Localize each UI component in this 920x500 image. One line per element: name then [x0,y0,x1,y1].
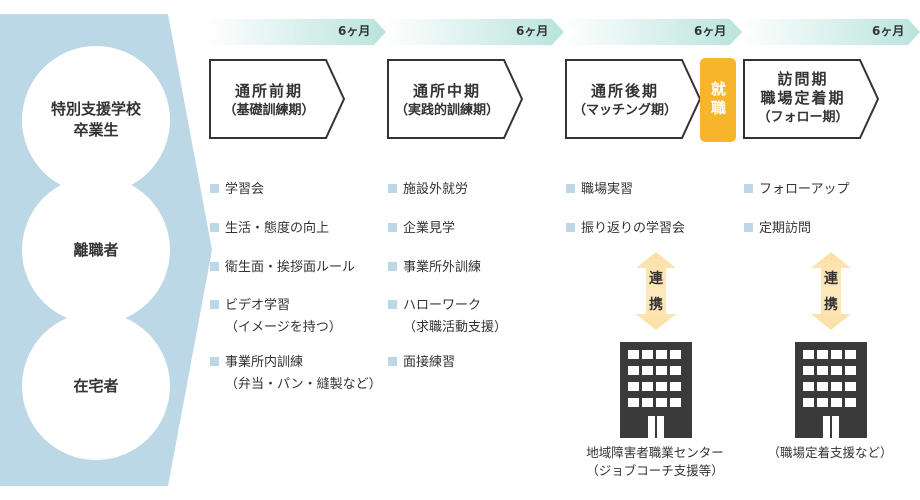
list-item: 生活・態度の向上 [210,220,329,238]
bullet-square-icon [744,184,753,193]
phase-2-title: 通所中期 （実践的訓練期） [388,82,506,120]
bullet-square-icon [210,184,219,193]
partner-caption-2: （職場定着支援など） [767,445,893,460]
bullet-square-icon [388,184,397,193]
phase-4-sub: （フォロー期） [757,110,849,125]
target-graduates: 特別支援学校 卒業生 [22,46,170,194]
bullet-square-icon [210,357,219,366]
bullet-square-icon [210,300,219,309]
list-item: 施設外就労 [388,181,468,199]
list-item: 衛生面・挨拶面ルール [210,259,355,277]
duration-band-2 [384,19,564,45]
phase-1-sub: （基礎訓練期） [223,103,315,118]
cooperation-label-2: 連 携 [824,271,838,313]
phase-3-title: 通所後期 （マッチング期） [566,82,684,120]
bullet-square-icon [388,300,397,309]
list-item: 企業見学 [388,220,455,238]
list-item: ハローワーク（求職活動支援） [388,297,507,337]
phase-chevron-3 [565,59,702,139]
cooperation-arrow-1-icon [636,252,676,330]
duration-band-4 [740,19,920,45]
cooperation-arrow-2-icon [811,252,851,330]
phase-4-title: 訪問期 職場定着期 （フォロー期） [744,70,862,127]
target-at-home-label: 在宅者 [73,376,119,395]
building-icon [620,342,692,438]
list-item: フォローアップ [744,181,849,199]
phase-4-name2: 職場定着期 [760,89,846,107]
employment-badge: 就職 [700,58,736,142]
employment-label: 就職 [709,81,727,119]
phase-chevron-4 [743,59,880,139]
phase-1-title: 通所前期 （基礎訓練期） [210,82,328,120]
duration-label-4: 6ヶ月 [872,24,905,38]
list-item: 振り返りの学習会 [566,220,685,238]
list-item: 職場実習 [566,181,633,199]
phase-3-name: 通所後期 [590,82,659,100]
list-item: 定期訪問 [744,220,811,238]
duration-label-3: 6ヶ月 [694,24,727,38]
list-item: 学習会 [210,181,264,199]
target-job-leavers-label: 離職者 [73,240,119,259]
building-icon [795,342,867,438]
partner-caption-1: 地域障害者職業センター （ジョブコーチ支援等） [586,445,724,478]
bullet-square-icon [388,223,397,232]
bullet-square-icon [388,357,397,366]
target-job-leavers: 離職者 [22,176,170,324]
cooperation-label-1: 連 携 [649,271,663,313]
target-at-home: 在宅者 [22,312,170,460]
duration-label-2: 6ヶ月 [516,24,549,38]
bullet-square-icon [210,223,219,232]
target-graduates-label: 特別支援学校 卒業生 [50,100,141,139]
bullet-square-icon [210,262,219,271]
bullet-square-icon [566,184,575,193]
list-item: 事業所外訓練 [388,259,481,277]
list-item: 事業所内訓練（弁当・パン・縫製など） [210,354,382,394]
duration-band-3 [562,19,742,45]
duration-band-1 [206,19,386,45]
bullet-square-icon [566,223,575,232]
phase-2-name: 通所中期 [412,82,481,100]
list-item: 面接練習 [388,354,455,372]
list-item: ビデオ学習（イメージを持つ） [210,297,342,337]
phase-chevron-1 [209,59,346,139]
bullet-square-icon [388,262,397,271]
phase-2-sub: （実践的訓練期） [394,103,499,118]
phase-chevron-2 [387,59,524,139]
duration-label-1: 6ヶ月 [338,24,371,38]
bullet-square-icon [744,223,753,232]
phase-4-name: 訪問期 [777,70,829,88]
phase-3-sub: （マッチング期） [572,103,677,118]
phase-1-name: 通所前期 [234,82,303,100]
